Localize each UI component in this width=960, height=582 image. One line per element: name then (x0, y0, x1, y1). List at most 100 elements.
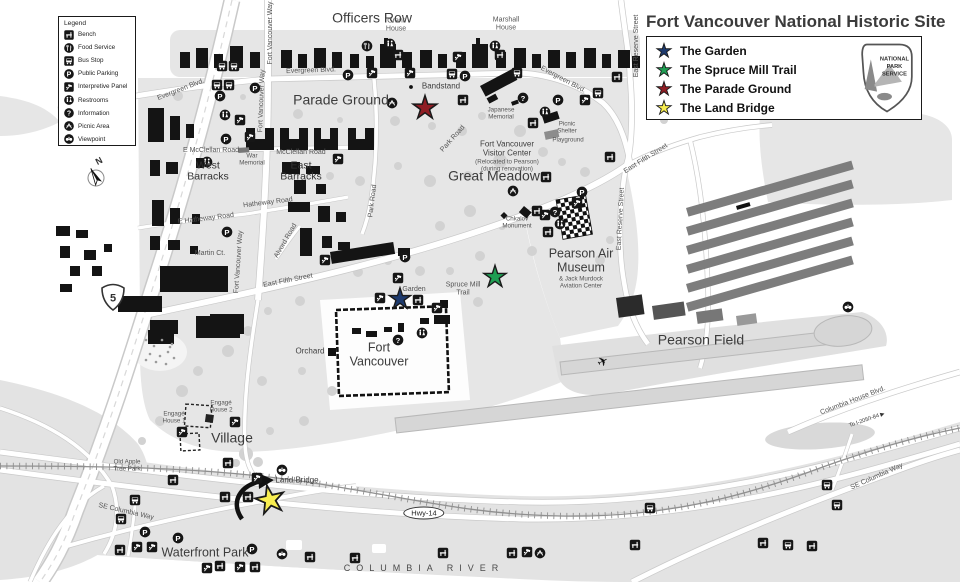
pearson-air-museum-buildings (500, 194, 593, 240)
legend-title: Legend (64, 20, 87, 27)
viewpoint-icon (276, 464, 288, 476)
viewpoint-icon (64, 134, 74, 144)
bench-icon (494, 49, 506, 61)
information-icon (517, 92, 529, 104)
hangar-buildings (686, 160, 854, 312)
bench-icon (222, 457, 234, 469)
bench-icon (506, 547, 518, 559)
bench-icon (114, 544, 126, 556)
legend-item-information: Information (64, 107, 130, 120)
legend-label: Interpretive Panel (78, 83, 128, 91)
parking-icon (214, 90, 226, 102)
information-icon (392, 334, 404, 346)
restrooms-icon (219, 109, 231, 121)
interpretive-panel-icon (579, 94, 591, 106)
nps-word-park: PARK (887, 64, 904, 70)
interpretive-panel-icon (229, 416, 241, 428)
bus-stop-icon (831, 499, 843, 511)
legend-label: Viewpoint (78, 135, 106, 143)
poi-item-land-bridge: The Land Bridge (655, 98, 913, 117)
bench-icon (527, 117, 539, 129)
bench-icon (214, 560, 226, 572)
interpretive-panel-icon (244, 131, 256, 143)
bus-stop-icon (228, 60, 240, 72)
interpretive-panel-icon (131, 541, 143, 553)
poi-item-spruce-mill-trail: The Spruce Mill Trail (655, 60, 913, 79)
legend-label: Restrooms (78, 96, 109, 104)
interstate-5-number: 5 (110, 293, 116, 305)
bench-icon (64, 30, 74, 40)
bench-icon (806, 540, 818, 552)
legend-item-picnic-area: Picnic Area (64, 120, 130, 133)
nps-word-service: SERVICE (882, 72, 907, 78)
bench-icon (167, 474, 179, 486)
restrooms-icon (539, 106, 551, 118)
interpretive-panel-icon (374, 292, 386, 304)
bench-icon (412, 294, 424, 306)
bench-icon (242, 491, 254, 503)
legend-item-public-parking: Public Parking (64, 67, 130, 80)
interpretive-panel-icon (176, 426, 188, 438)
bench-icon (437, 547, 449, 559)
interpretive-panel-icon (234, 561, 246, 573)
page-title: Fort Vancouver National Historic Site (646, 12, 946, 31)
picnic-area-icon (386, 97, 398, 109)
parking-icon (399, 251, 411, 263)
interpretive-panel-icon (404, 67, 416, 79)
bench-icon (392, 49, 404, 61)
parking-icon (220, 133, 232, 145)
interpretive-panel-icon (366, 67, 378, 79)
land-bridge-star-icon (656, 99, 672, 115)
legend-item-viewpoint: Viewpoint (64, 133, 130, 146)
waterfront-piers (286, 540, 386, 553)
interpretive-panel-icon (251, 472, 263, 484)
interpretive-panel-icon (332, 153, 344, 165)
parking-icon (139, 526, 151, 538)
bus-stop-icon (115, 513, 127, 525)
poi-item-parade-ground: The Parade Ground (655, 79, 913, 98)
restrooms-icon (554, 218, 566, 230)
restrooms-icon (201, 156, 213, 168)
parking-icon (172, 532, 184, 544)
legend-item-bench: Bench (64, 28, 130, 41)
picnic-area-icon (507, 185, 519, 197)
orchard-trees (144, 338, 176, 366)
poi-legend-card: The Garden The Spruce Mill Trail The Par… (646, 36, 922, 120)
bench-icon (304, 551, 316, 563)
food-service-icon (361, 40, 373, 52)
legend-item-bus-stop: Bus Stop (64, 54, 130, 67)
interpretive-panel-icon (431, 302, 443, 314)
restrooms-icon (416, 327, 428, 339)
bench-icon (604, 151, 616, 163)
bench-icon (629, 539, 641, 551)
parking-icon (221, 226, 233, 238)
bus-stop-icon (216, 60, 228, 72)
legend-label: Food Service (78, 44, 116, 52)
restrooms-icon (384, 38, 396, 50)
bus-stop-icon (446, 68, 458, 80)
legend-label: Bus Stop (78, 57, 104, 65)
legend-label: Picnic Area (78, 122, 110, 130)
interpretive-panel-icon (64, 82, 74, 92)
bus-stop-icon (644, 502, 656, 514)
interstate-5-shield: 5 (101, 283, 125, 311)
pearson-field-buildings (616, 294, 758, 326)
bus-stop-icon (129, 494, 141, 506)
bus-stop-icon (821, 479, 833, 491)
viewpoint-icon (276, 548, 288, 560)
bandstand-dot (409, 85, 413, 89)
parade-ground-star-icon (656, 80, 672, 96)
legend-item-food-service: Food Service (64, 41, 130, 54)
parking-icon (249, 82, 261, 94)
interpretive-panel-icon (319, 254, 331, 266)
picnic-area-icon (534, 547, 546, 559)
parking-icon (576, 186, 588, 198)
information-icon (64, 108, 74, 118)
viewpoint-icon (842, 301, 854, 313)
interpretive-panel-icon (571, 197, 583, 209)
nps-word-national: NATIONAL (880, 57, 910, 63)
parking-icon (552, 94, 564, 106)
interpretive-panel-icon (521, 546, 533, 558)
